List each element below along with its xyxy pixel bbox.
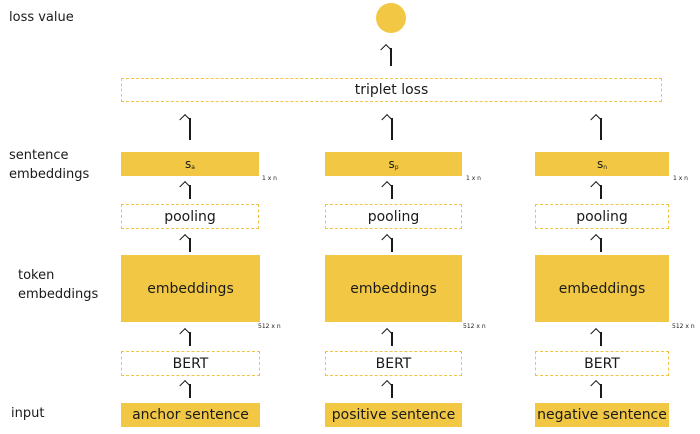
input-anchor-sentence: anchor sentence bbox=[121, 403, 260, 427]
vector-symbol: s bbox=[185, 157, 192, 171]
vector-symbol: s bbox=[388, 157, 395, 171]
input-label: positive sentence bbox=[331, 407, 456, 423]
bert-box-positive: BERT bbox=[325, 351, 462, 376]
embeddings-label: embeddings bbox=[350, 280, 437, 297]
pooling-label: pooling bbox=[164, 208, 216, 225]
vector-subscript: p bbox=[394, 164, 399, 171]
sentence-vector-positive: sp bbox=[325, 152, 462, 176]
vector-dim-anchor: 1 x n bbox=[262, 175, 277, 182]
bert-label: BERT bbox=[584, 355, 620, 372]
label-input: input bbox=[11, 406, 45, 421]
label-token-embeddings: token embeddings bbox=[18, 268, 99, 302]
pooling-label: pooling bbox=[367, 208, 420, 225]
embeddings-dim-anchor: 512 x n bbox=[258, 323, 281, 330]
triplet-loss-label: triplet loss bbox=[354, 82, 429, 98]
pooling-label: pooling bbox=[576, 208, 628, 225]
bert-label: BERT bbox=[375, 355, 412, 372]
triplet-loss-box: triplet loss bbox=[121, 78, 662, 102]
embeddings-label: embeddings bbox=[147, 280, 234, 297]
bert-box-anchor: BERT bbox=[121, 351, 260, 376]
input-positive-sentence: positive sentence bbox=[325, 403, 462, 427]
bert-label: BERT bbox=[172, 355, 209, 372]
pooling-box-negative: pooling bbox=[535, 204, 669, 229]
loss-value-node bbox=[376, 3, 406, 33]
vector-dim-positive: 1 x n bbox=[466, 175, 481, 182]
input-label: negative sentence bbox=[537, 407, 667, 423]
embeddings-dim-positive: 512 x n bbox=[463, 323, 486, 330]
embeddings-label: embeddings bbox=[558, 280, 646, 297]
vector-subscript: a bbox=[191, 164, 195, 171]
sentence-vector-anchor: sa bbox=[121, 152, 259, 176]
token-embeddings-negative: embeddings bbox=[535, 255, 669, 322]
sentence-vector-negative: sn bbox=[535, 152, 669, 176]
token-embeddings-anchor: embeddings bbox=[121, 255, 260, 322]
pooling-box-positive: pooling bbox=[325, 204, 462, 229]
embeddings-dim-negative: 512 x n bbox=[672, 323, 695, 330]
bert-box-negative: BERT bbox=[535, 351, 669, 376]
label-loss-value: loss value bbox=[9, 10, 74, 25]
input-negative-sentence: negative sentence bbox=[535, 403, 669, 427]
input-label: anchor sentence bbox=[132, 407, 249, 423]
label-sentence-embeddings: sentence embeddings bbox=[9, 148, 90, 182]
vector-symbol: s bbox=[596, 157, 604, 171]
pooling-box-anchor: pooling bbox=[121, 204, 259, 229]
token-embeddings-positive: embeddings bbox=[325, 255, 462, 322]
vector-dim-negative: 1 x n bbox=[673, 175, 688, 182]
vector-subscript: n bbox=[603, 164, 608, 171]
